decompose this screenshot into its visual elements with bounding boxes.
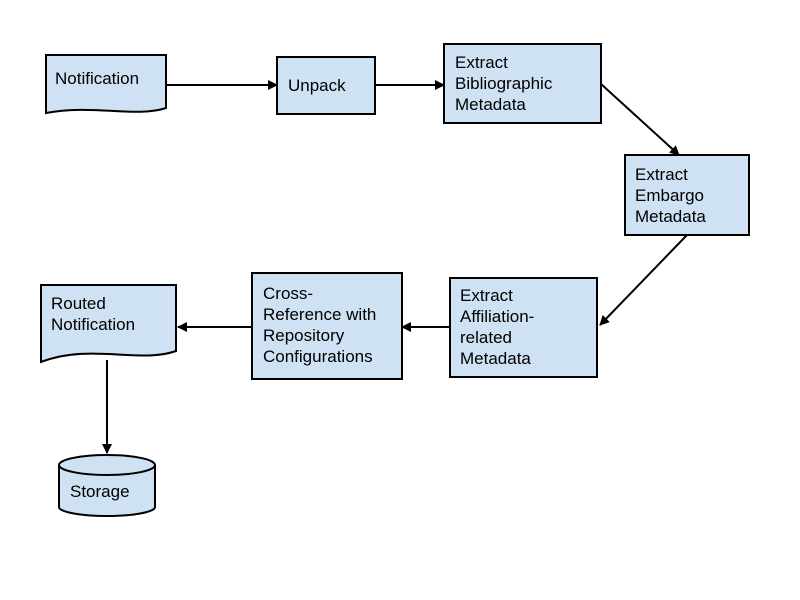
node-cross-reference-line: Cross- — [263, 284, 313, 303]
edge-bibliographic-to-embargo — [600, 83, 680, 156]
node-routed-notification-line: Routed — [51, 294, 106, 313]
node-cross-reference-line: Reference with — [263, 305, 376, 324]
node-cross-reference-label: Cross- Reference with Repository Configu… — [263, 284, 381, 366]
node-extract-embargo-line: Extract — [635, 165, 688, 184]
node-extract-affiliation-line: related — [460, 328, 512, 347]
node-routed-notification-label: Routed Notification — [51, 294, 135, 334]
node-extract-affiliation-line: Metadata — [460, 349, 531, 368]
node-extract-embargo-line: Metadata — [635, 207, 706, 226]
node-extract-bibliographic-line: Bibliographic — [455, 74, 553, 93]
node-extract-affiliation: Extract Affiliation- related Metadata — [449, 277, 598, 378]
node-extract-affiliation-line: Affiliation- — [460, 307, 534, 326]
node-notification-line: Notification — [55, 69, 139, 88]
node-extract-embargo-label: Extract Embargo Metadata — [635, 165, 709, 226]
node-routed-notification-line: Notification — [51, 315, 135, 334]
node-unpack: Unpack — [276, 56, 376, 115]
node-extract-bibliographic-line: Metadata — [455, 95, 526, 114]
node-storage-label: Storage — [70, 482, 130, 501]
node-extract-embargo: Extract Embargo Metadata — [624, 154, 750, 236]
node-notification-label: Notification — [55, 69, 139, 88]
node-storage-line: Storage — [70, 482, 130, 501]
node-notification: Notification — [45, 54, 167, 115]
node-routed-notification: Routed Notification — [40, 284, 177, 364]
node-extract-affiliation-label: Extract Affiliation- related Metadata — [460, 286, 539, 368]
node-extract-bibliographic-line: Extract — [455, 53, 508, 72]
node-extract-affiliation-line: Extract — [460, 286, 513, 305]
node-cross-reference-line: Configurations — [263, 347, 373, 366]
node-storage: Storage — [58, 454, 156, 517]
node-extract-embargo-line: Embargo — [635, 186, 704, 205]
node-cross-reference: Cross- Reference with Repository Configu… — [251, 272, 403, 380]
node-extract-bibliographic-label: Extract Bibliographic Metadata — [455, 53, 557, 114]
node-cross-reference-line: Repository — [263, 326, 345, 345]
edge-embargo-to-affiliation — [599, 234, 688, 326]
node-unpack-label: Unpack — [288, 76, 346, 95]
node-unpack-line: Unpack — [288, 76, 346, 95]
node-extract-bibliographic: Extract Bibliographic Metadata — [443, 43, 602, 124]
